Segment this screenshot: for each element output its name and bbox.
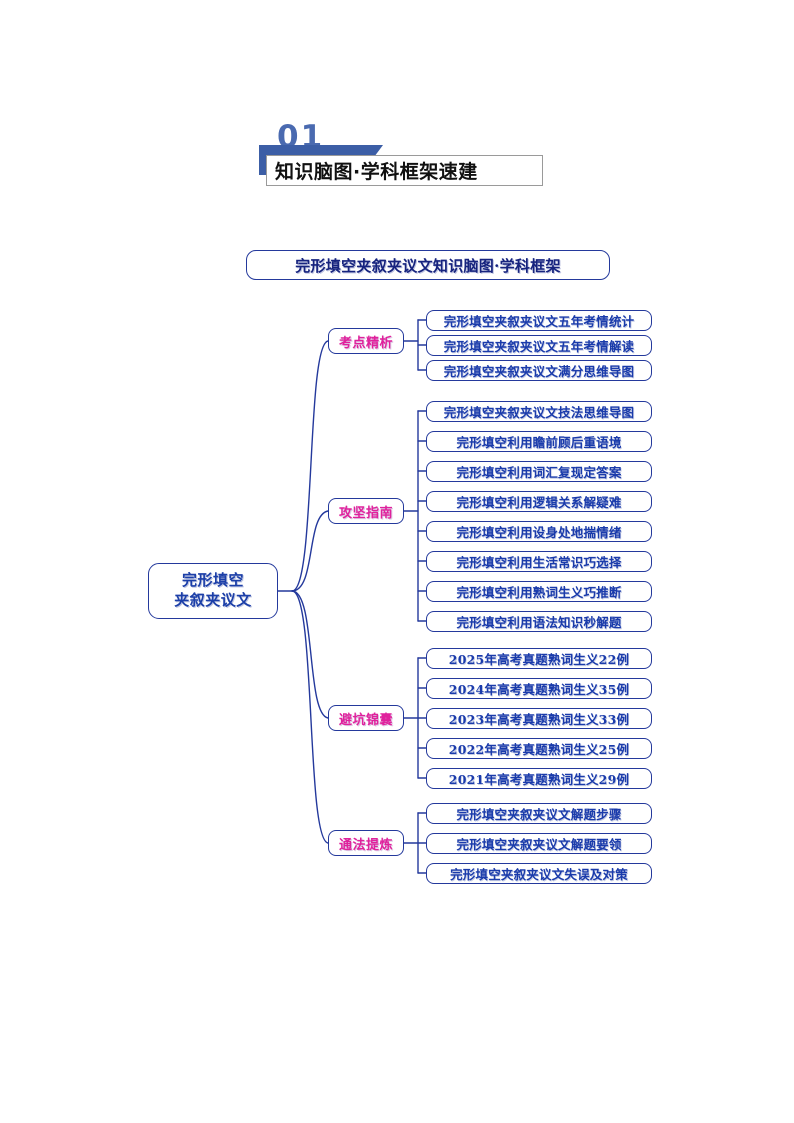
leaf-node[interactable]: 完形填空夹叙夹议文失误及对策	[426, 862, 652, 884]
leaf-node[interactable]: 2024年高考真题熟词生义35例	[426, 677, 652, 699]
root-line-1: 完形填空	[181, 571, 244, 590]
leaf-node[interactable]: 完形填空利用生活常识巧选择	[426, 550, 652, 572]
leaf-node[interactable]: 2021年高考真题熟词生义29例	[426, 767, 652, 789]
branch-node-tongfatilian[interactable]: 通法提炼	[328, 830, 404, 856]
leaf-node[interactable]: 完形填空利用语法知识秒解题	[426, 610, 652, 632]
leaf-node[interactable]: 2025年高考真题熟词生义22例	[426, 647, 652, 669]
leaf-node[interactable]: 完形填空夹叙夹议文解题要领	[426, 832, 652, 854]
leaf-node[interactable]: 完形填空夹叙夹议文解题步骤	[426, 802, 652, 824]
leaf-node[interactable]: 完形填空夹叙夹议文满分思维导图	[426, 359, 652, 381]
root-line-2: 夹叙夹议文	[174, 591, 252, 609]
leaf-node[interactable]: 完形填空利用瞻前顾后重语境	[426, 430, 652, 452]
mindmap-title-node: 完形填空夹叙夹议文知识脑图·学科框架	[246, 250, 610, 280]
leaf-node[interactable]: 完形填空夹叙夹议文技法思维导图	[426, 400, 652, 422]
leaf-node[interactable]: 完形填空夹叙夹议文五年考情统计	[426, 309, 652, 331]
leaf-node[interactable]: 2022年高考真题熟词生义25例	[426, 737, 652, 759]
leaf-node[interactable]: 完形填空利用词汇复现定答案	[426, 460, 652, 482]
leaf-node[interactable]: 完形填空利用熟词生义巧推断	[426, 580, 652, 602]
banner-title-box: 知识脑图·学科框架速建	[266, 155, 543, 186]
mindmap-root-node: 完形填空 夹叙夹议文	[148, 563, 278, 619]
leaf-node[interactable]: 完形填空利用设身处地揣情绪	[426, 520, 652, 542]
banner-title-text: 知识脑图·学科框架速建	[275, 161, 478, 183]
leaf-node[interactable]: 2023年高考真题熟词生义33例	[426, 707, 652, 729]
branch-node-gongjianzhinan[interactable]: 攻坚指南	[328, 498, 404, 524]
leaf-node[interactable]: 完形填空夹叙夹议文五年考情解读	[426, 334, 652, 356]
section-banner: 01 知识脑图·学科框架速建	[258, 122, 548, 188]
leaf-node[interactable]: 完形填空利用逻辑关系解疑难	[426, 490, 652, 512]
branch-node-kaodianjingxi[interactable]: 考点精析	[328, 328, 404, 354]
branch-node-bikengjinnang[interactable]: 避坑锦囊	[328, 705, 404, 731]
